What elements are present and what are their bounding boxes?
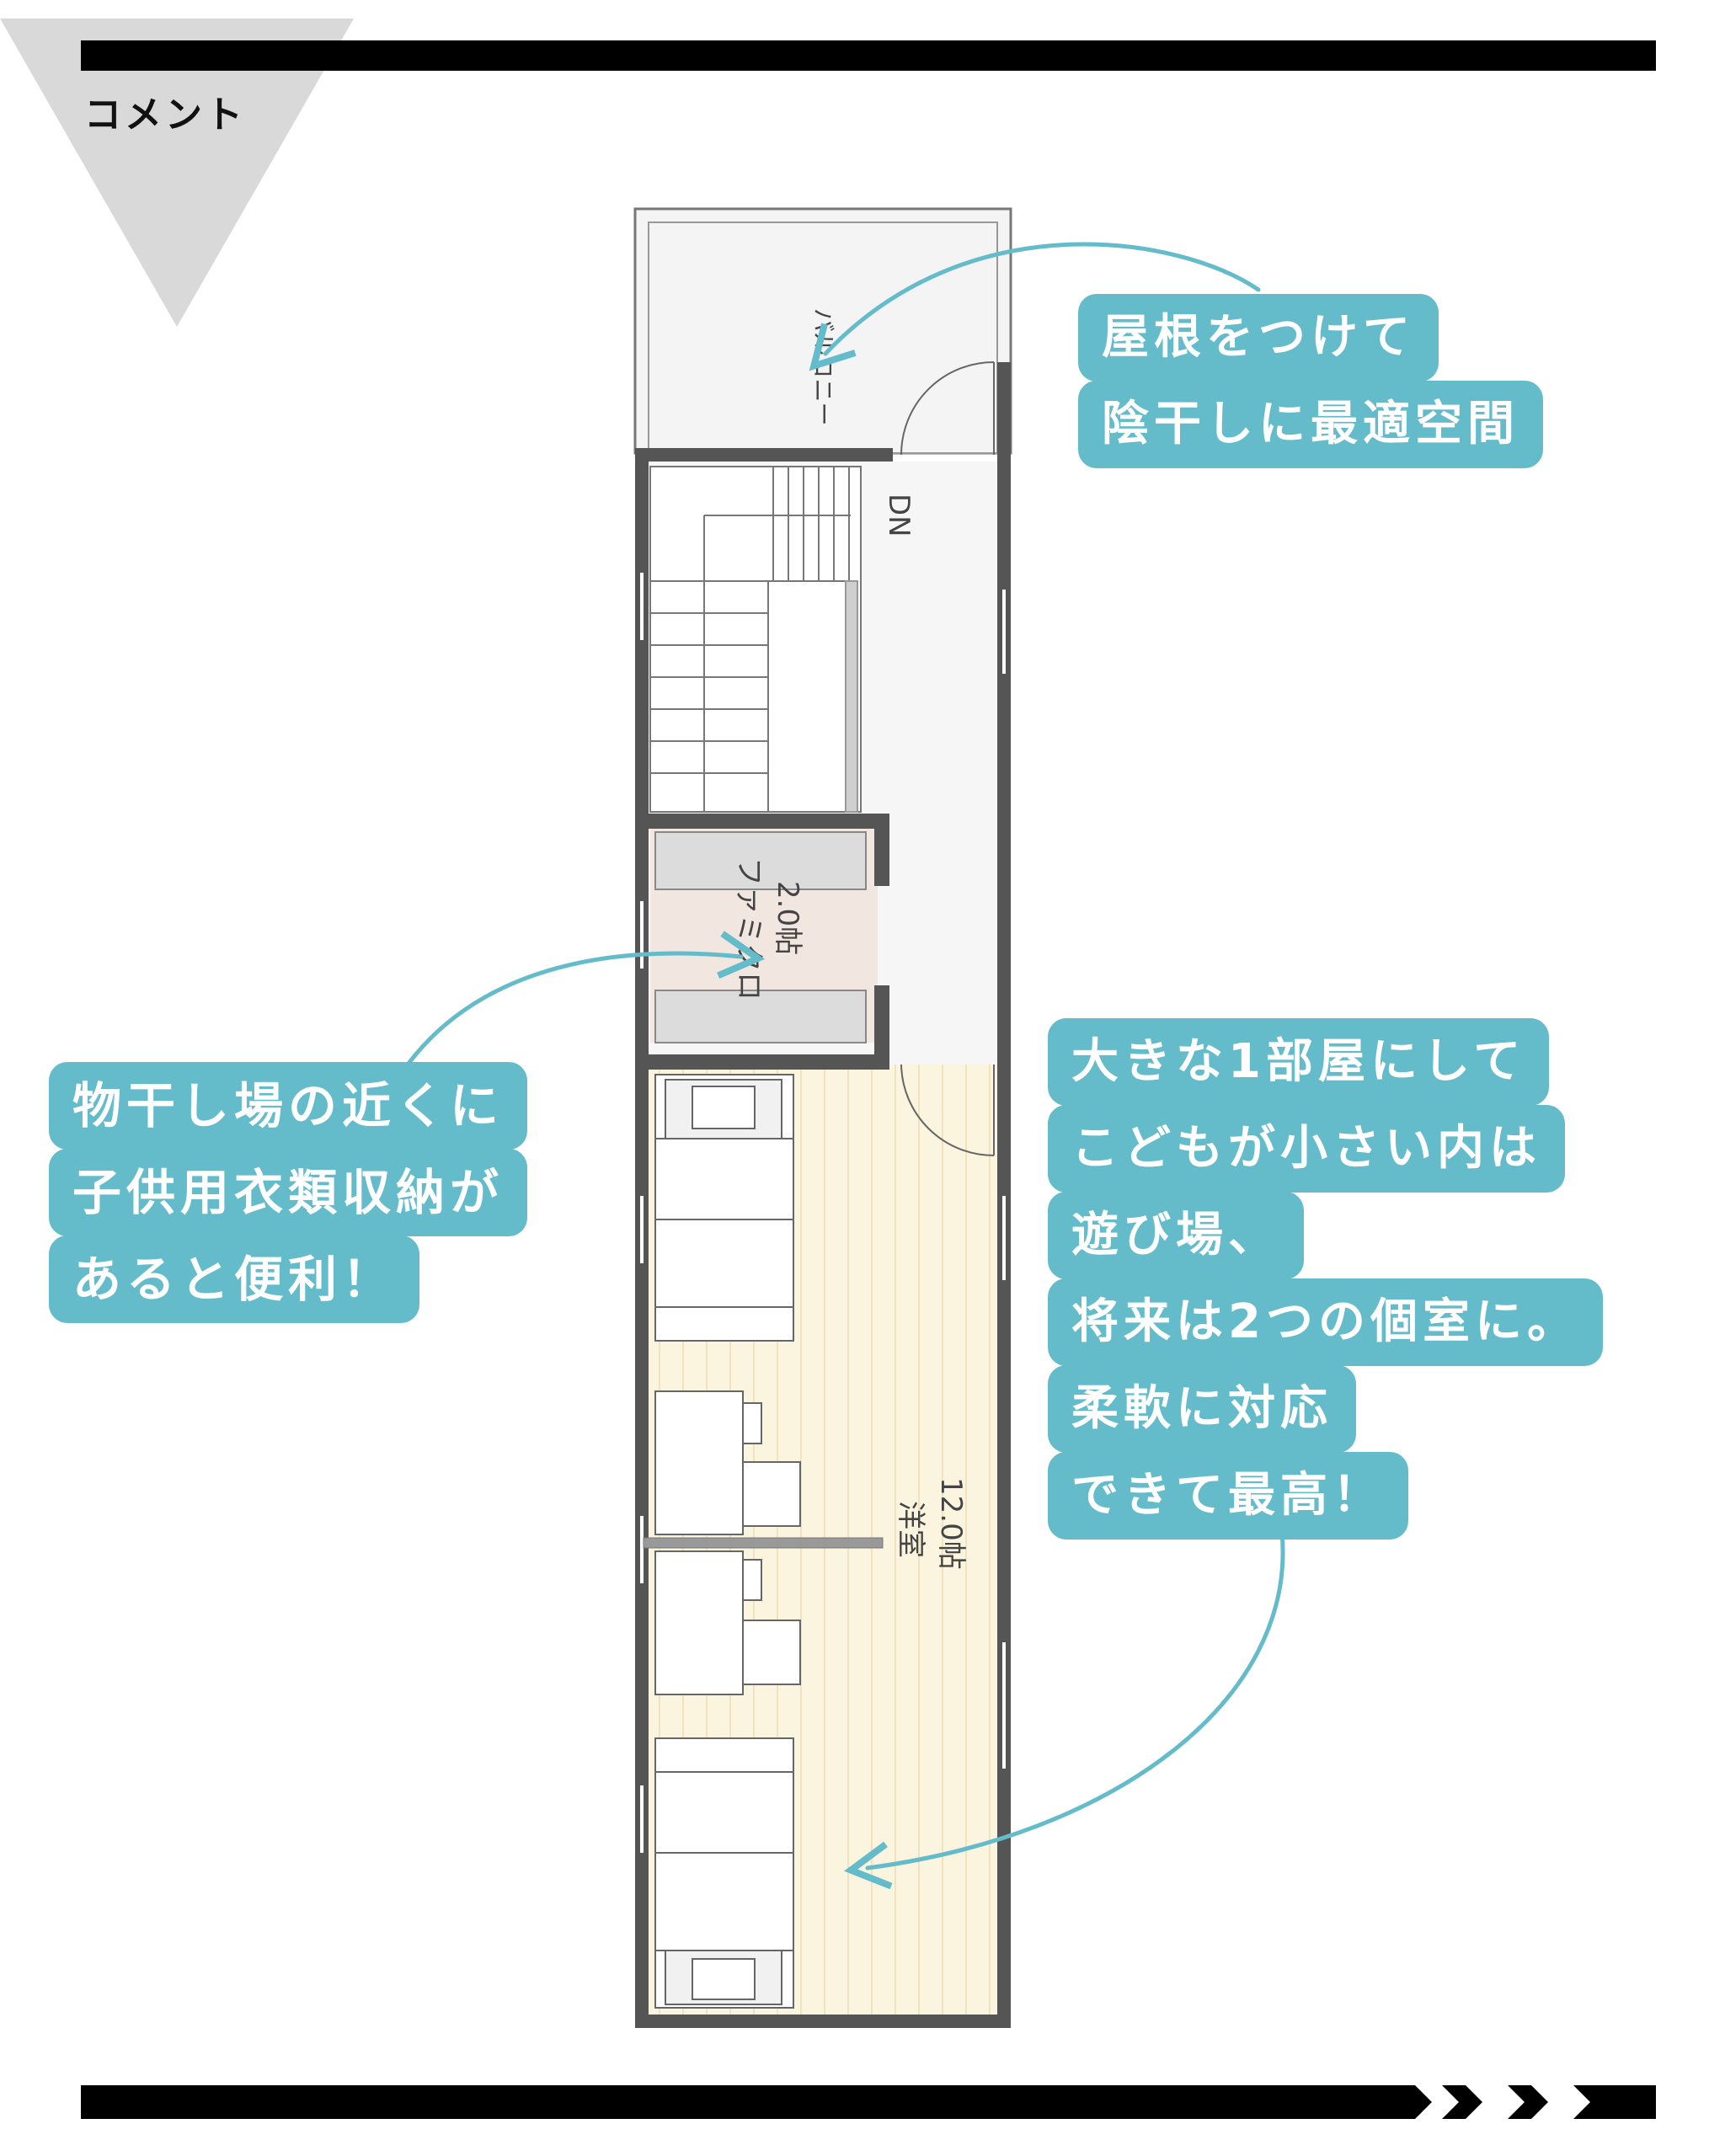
comment-line: 物干し場の近くに [49, 1062, 528, 1150]
arrows [397, 242, 1285, 1890]
desk-lower [654, 1550, 801, 1695]
comment-line: こどもが小さい内は [1048, 1105, 1565, 1193]
chevron-icon [1573, 2085, 1656, 2119]
comment-line: できて最高！ [1048, 1452, 1408, 1540]
stairs-dn-label: DN [882, 494, 916, 537]
comment-room: 大きな1部屋にして こどもが小さい内は 遊び場、 将来は2つの個室に。 柔軟に対… [1048, 1018, 1603, 1540]
comment-roof: 屋根をつけて 陰干しに最適空間 [1078, 294, 1543, 468]
bed-bottom [654, 1737, 794, 2009]
arrow-icon [844, 1530, 1285, 1890]
family-closet [650, 829, 878, 1043]
comment-line: 大きな1部屋にして [1048, 1018, 1550, 1106]
partition-line [643, 1537, 884, 1549]
comment-line: 屋根をつけて [1078, 294, 1439, 382]
comment-closet: 物干し場の近くに 子供用衣類収納が あると便利！ [49, 1062, 528, 1323]
header-label: コメント [84, 93, 246, 136]
comment-line: 柔軟に対応 [1048, 1365, 1356, 1453]
comment-line: 遊び場、 [1048, 1192, 1304, 1279]
header-triangle [0, 19, 354, 327]
western-room-name: 洋室 [894, 1501, 927, 1558]
windows [640, 573, 1006, 1853]
arrow-icon [397, 931, 766, 1079]
floor-plan [633, 207, 1012, 2028]
staircase [649, 466, 862, 813]
closet-area: 2.0帖 [771, 881, 804, 955]
comment-line: 子供用衣類収納が [49, 1149, 528, 1236]
desk-upper [654, 1390, 801, 1535]
closet-name: ファミクロ [732, 857, 766, 1001]
comment-line: 陰干しに最適空間 [1078, 381, 1543, 468]
comment-line: あると便利！ [49, 1235, 420, 1323]
arrow-icon [809, 242, 1261, 371]
western-room-area: 12.0帖 [934, 1477, 968, 1570]
comment-line: 将来は2つの個室に。 [1048, 1278, 1603, 1366]
balcony-label: バルコニー [809, 308, 837, 425]
header-bar [81, 40, 1656, 71]
door-swings [900, 361, 995, 1156]
bed-top [654, 1074, 794, 1342]
chevron-icon [1442, 2085, 1482, 2119]
chevron-icon [1508, 2085, 1548, 2119]
footer-bar [81, 2085, 1656, 2119]
